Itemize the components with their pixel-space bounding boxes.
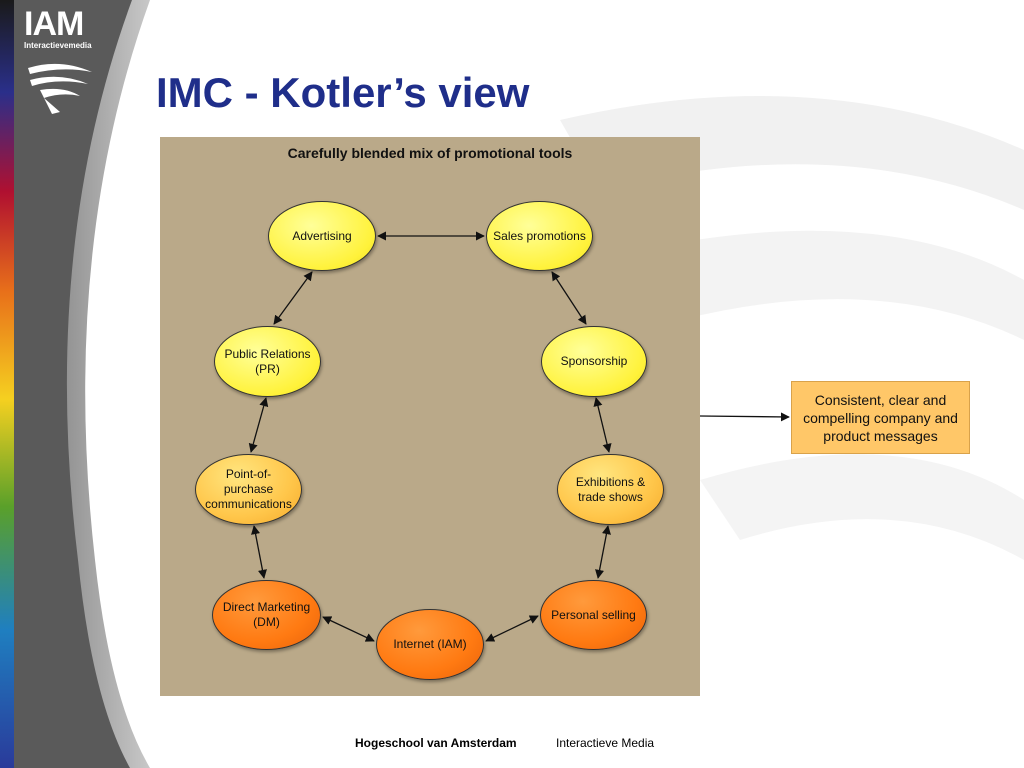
- logo-subtitle: Interactievemedia: [24, 41, 92, 50]
- node-label: Public Relations (PR): [224, 346, 311, 376]
- arrow-internet-direct: [322, 616, 375, 642]
- node-label: Exhibitions & trade shows: [575, 474, 646, 504]
- node-public-relations: Public Relations (PR): [214, 326, 321, 397]
- arrow-pr-advertising: [273, 271, 313, 325]
- arrow-direct-pop: [251, 525, 267, 579]
- arrow-pop-pr: [248, 397, 269, 453]
- node-label: Sales promotions: [493, 228, 586, 243]
- node-label: Point-of-purchase communications: [205, 467, 292, 511]
- footer-institution: Hogeschool van Amsterdam: [355, 736, 517, 750]
- node-label: Direct Marketing (DM): [222, 600, 311, 629]
- diagram-heading: Carefully blended mix of promotional too…: [287, 145, 573, 161]
- node-point-of-purchase: Point-of-purchase communications: [195, 454, 302, 525]
- node-label: Advertising: [292, 228, 352, 243]
- footer-department: Interactieve Media: [556, 736, 655, 750]
- arrow-sales-sponsorship: [551, 271, 587, 325]
- node-personal-selling: Personal selling: [540, 580, 647, 650]
- arrow-personal-internet: [485, 615, 539, 642]
- node-label: Personal selling: [551, 607, 636, 622]
- node-direct-marketing: Direct Marketing (DM): [212, 580, 321, 650]
- outcome-label: Consistent, clear and compelling company…: [803, 391, 958, 444]
- logo-name: IAM: [24, 5, 84, 43]
- slide-title: IMC - Kotler’s view: [156, 69, 530, 116]
- outcome-box: Consistent, clear and compelling company…: [791, 381, 970, 454]
- node-exhibitions: Exhibitions & trade shows: [557, 454, 664, 525]
- node-internet: Internet (IAM): [376, 609, 484, 680]
- node-advertising: Advertising: [268, 201, 376, 271]
- node-label: Internet (IAM): [393, 637, 467, 651]
- logo-swoosh-icon: [28, 63, 92, 114]
- arrow-exhibitions-personal: [595, 525, 611, 579]
- node-sales-promotions: Sales promotions: [486, 201, 593, 271]
- node-label: Sponsorship: [560, 354, 628, 368]
- arrow-to-outcome: [699, 412, 790, 422]
- arrow-sponsorship-exhibitions: [593, 397, 612, 453]
- node-sponsorship: Sponsorship: [541, 326, 647, 397]
